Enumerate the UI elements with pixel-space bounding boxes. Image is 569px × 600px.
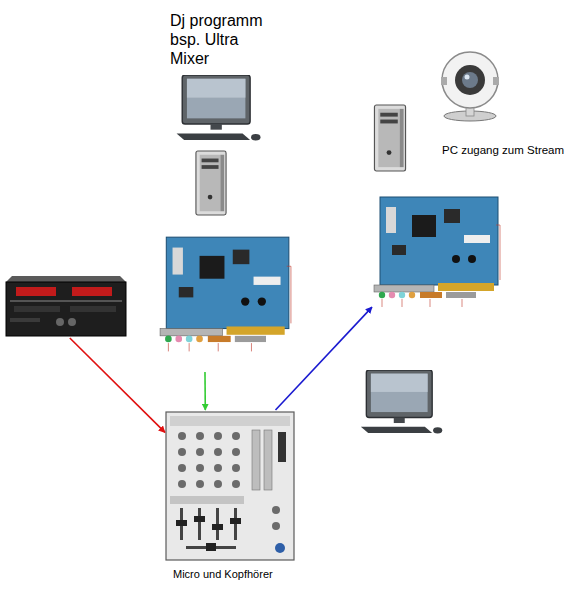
dj-mixer: Micro und Kopfhörer (165, 410, 295, 588)
cd-player (5, 272, 125, 338)
node-label: Micro und Kopfhörer (173, 568, 313, 581)
workstation-group: Dj programm bsp. Ultra Mixer (155, 5, 295, 372)
signal-arrow (276, 307, 373, 410)
signal-arrow (204, 372, 206, 410)
node-label: PC zugang zum Stream (442, 144, 569, 158)
node-label: Dj programm bsp. Ultra Mixer (170, 11, 270, 69)
signal-arrow (70, 338, 165, 432)
stream-pc-group: PC zugang zum Stream (372, 45, 560, 318)
